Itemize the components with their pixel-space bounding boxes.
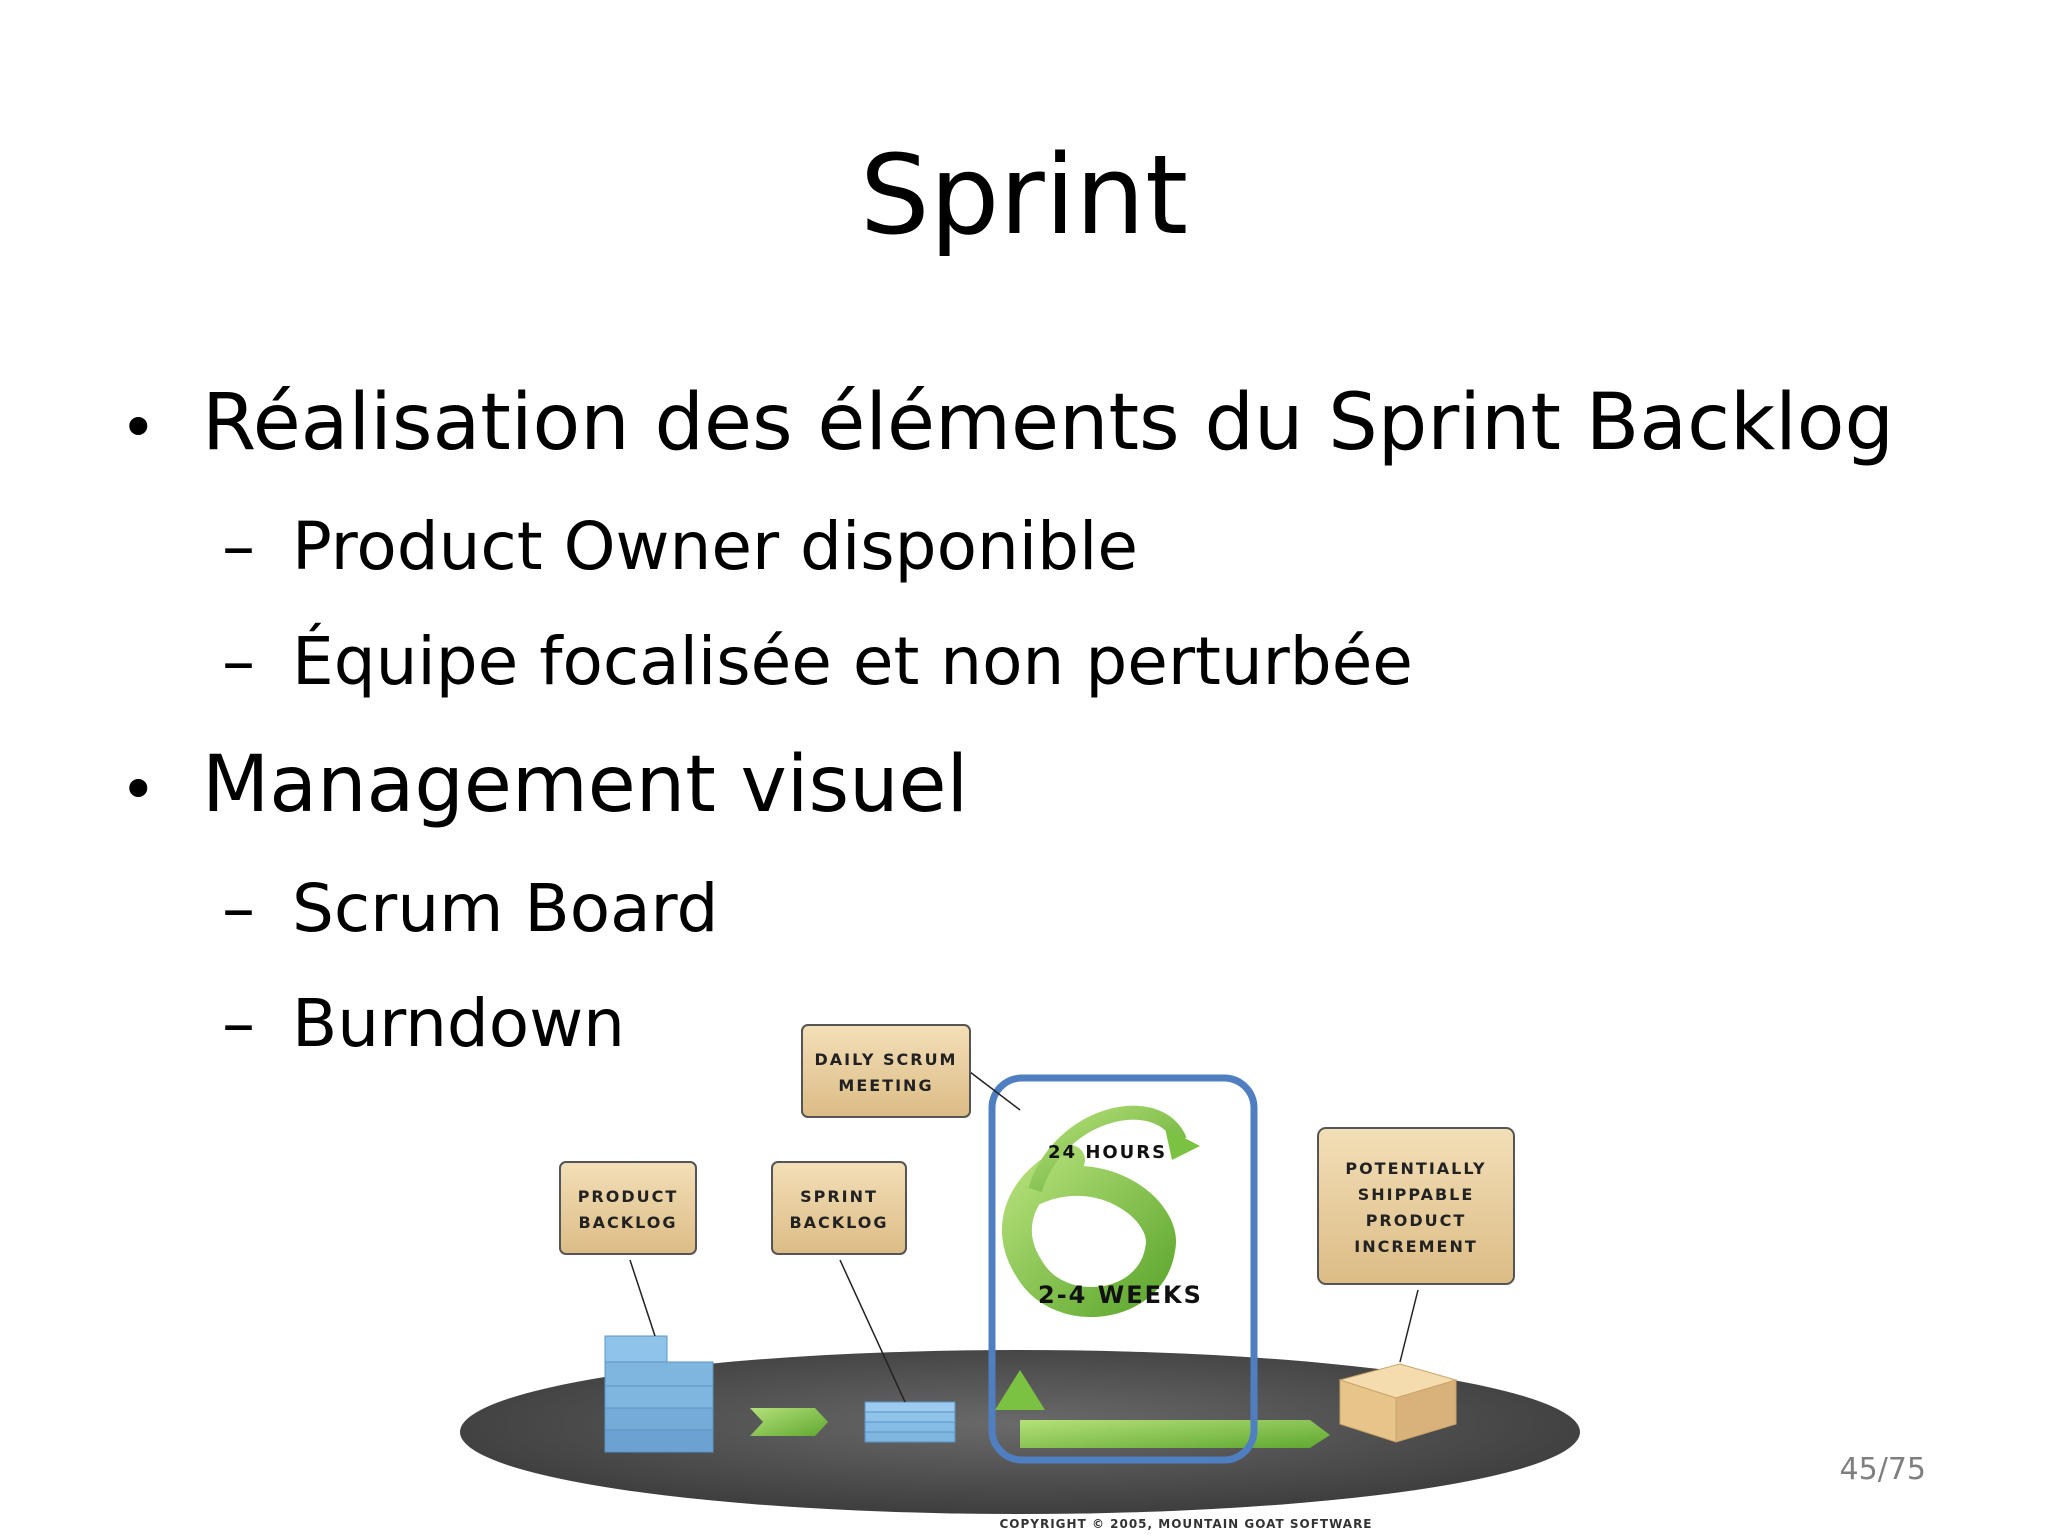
hours-label: 24 HOURS (1048, 1142, 1167, 1163)
increment-line-2: SHIPPABLE (1358, 1185, 1475, 1204)
bullet-icon: • (120, 753, 157, 826)
subitem-equipe: – Équipe focalisée et non perturbée (222, 623, 1413, 700)
daily-scrum-line-1: DAILY SCRUM (815, 1050, 958, 1069)
subitem-text: Product Owner disponible (292, 508, 1138, 585)
bullet-item-management: • Management visuel (120, 740, 968, 830)
increment-line-3: PRODUCT (1366, 1211, 1467, 1230)
bullet-text: Management visuel (202, 740, 969, 830)
product-backlog-line-2: BACKLOG (578, 1213, 677, 1232)
scrum-process-diagram: 24 HOURS 2-4 WEEKS DAILY SCRUM MEETING P… (460, 1024, 1580, 1531)
subitem-text: Scrum Board (292, 870, 719, 947)
green-arrow-icon (750, 1408, 828, 1436)
shippable-box-icon (1338, 1363, 1458, 1443)
sprint-backlog-label-box: SPRINT BACKLOG (771, 1161, 907, 1255)
page-number: 45/75 (1839, 1452, 1926, 1487)
product-backlog-label-box: PRODUCT BACKLOG (559, 1161, 697, 1255)
product-backlog-line-1: PRODUCT (578, 1187, 679, 1206)
slide-title: Sprint (859, 131, 1189, 259)
dash-icon: – (222, 985, 255, 1062)
dash-icon: – (222, 623, 255, 700)
daily-scrum-line-2: MEETING (838, 1076, 933, 1095)
subitem-product-owner: – Product Owner disponible (222, 508, 1138, 585)
bullet-item-realisation: • Réalisation des éléments du Sprint Bac… (120, 378, 1894, 468)
sprint-backlog-line-1: SPRINT (800, 1187, 878, 1206)
copyright-text: COPYRIGHT © 2005, MOUNTAIN GOAT SOFTWARE (999, 1517, 1372, 1531)
dash-icon: – (222, 508, 255, 585)
bullet-text: Réalisation des éléments du Sprint Backl… (202, 378, 1895, 468)
dash-icon: – (222, 870, 255, 947)
increment-label-box: POTENTIALLY SHIPPABLE PRODUCT INCREMENT (1317, 1127, 1515, 1285)
sprint-backlog-line-2: BACKLOG (789, 1213, 888, 1232)
increment-line-4: INCREMENT (1354, 1237, 1478, 1256)
daily-scrum-label-box: DAILY SCRUM MEETING (801, 1024, 971, 1118)
subitem-burndown: – Burndown (222, 985, 625, 1062)
bullet-icon: • (120, 391, 157, 464)
connector-lines (629, 1071, 1419, 1403)
subitem-text: Équipe focalisée et non perturbée (292, 623, 1413, 700)
sprint-highlight-frame (988, 1074, 1258, 1464)
sprint-backlog-stack-icon (864, 1401, 956, 1443)
increment-line-1: POTENTIALLY (1345, 1159, 1486, 1178)
product-backlog-stack-icon (604, 1335, 714, 1453)
weeks-label: 2-4 WEEKS (1038, 1281, 1203, 1309)
subitem-text: Burndown (292, 985, 625, 1062)
subitem-scrum-board: – Scrum Board (222, 870, 718, 947)
